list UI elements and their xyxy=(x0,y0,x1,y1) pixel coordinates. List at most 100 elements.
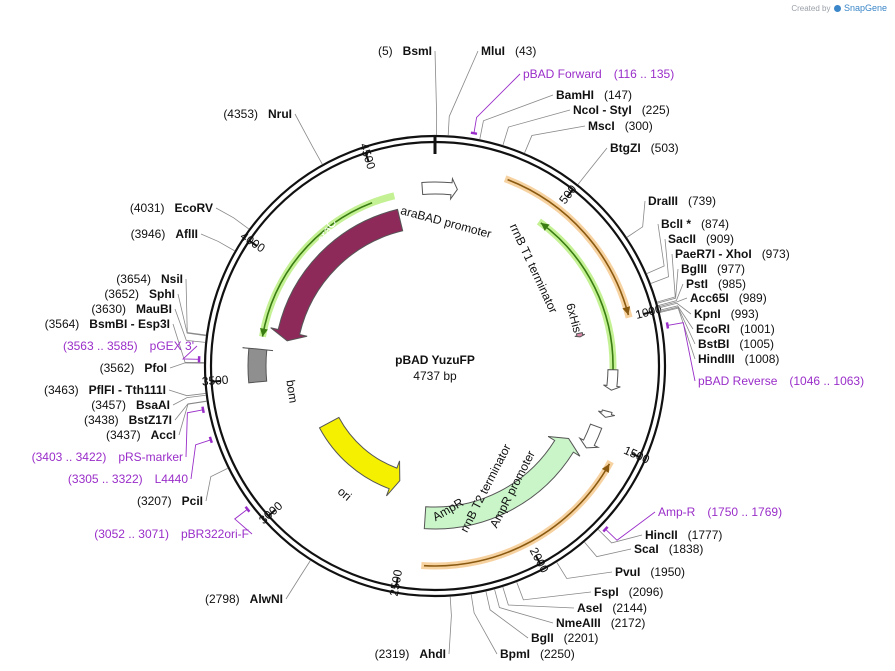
site-name: PvuI xyxy=(615,565,640,579)
site-position: (5) xyxy=(378,44,393,58)
site-label[interactable]: SacII(909) xyxy=(668,232,734,246)
site-leader-line xyxy=(479,94,554,140)
site-label[interactable]: (3207)PciI xyxy=(137,494,203,508)
site-label[interactable]: ScaI(1838) xyxy=(634,542,703,556)
site-position: (4353) xyxy=(223,107,258,121)
site-position: (3946) xyxy=(131,227,166,241)
site-label[interactable]: MscI(300) xyxy=(588,119,653,133)
site-label[interactable]: (2798)AlwNI xyxy=(205,592,283,606)
site-name: BsmBI - Esp3I xyxy=(89,317,170,331)
site-leader-line xyxy=(658,297,688,308)
site-position: (43) xyxy=(515,44,536,58)
site-leader-line xyxy=(658,302,692,315)
primer-label[interactable]: (3563 .. 3585)pGEX 3' xyxy=(63,339,194,353)
site-label[interactable]: PstI(985) xyxy=(686,277,746,291)
site-position: (909) xyxy=(706,232,734,246)
site-leader-line xyxy=(169,362,205,369)
site-leader-line xyxy=(178,400,207,436)
bp-tick-label: 3000 xyxy=(256,499,285,527)
site-label[interactable]: (3630)MauBI xyxy=(91,302,172,316)
site-position: (503) xyxy=(651,141,679,155)
site-label[interactable]: (3438)BstZ17I xyxy=(84,413,172,427)
primer-position: (3052 .. 3071) xyxy=(94,527,169,541)
site-label[interactable]: BpmI(2250) xyxy=(500,647,575,661)
site-label[interactable]: NmeAIII(2172) xyxy=(556,616,645,630)
site-position: (1777) xyxy=(688,528,723,542)
primer-name: L4440 xyxy=(155,472,189,486)
site-label[interactable]: (3437)AccI xyxy=(106,428,176,442)
site-name: NmeAIII xyxy=(556,616,601,630)
site-label[interactable]: BclI *(874) xyxy=(661,217,729,231)
site-position: (3562) xyxy=(100,361,135,375)
site-label[interactable]: DraIII(739) xyxy=(648,194,716,208)
primer-position: (3403 .. 3422) xyxy=(32,450,107,464)
site-label[interactable]: BtgZI(503) xyxy=(610,141,679,155)
site-label[interactable]: EcoRI (1001) xyxy=(696,322,775,336)
site-label[interactable]: (3562)PfoI xyxy=(100,361,167,375)
site-name: EcoRI xyxy=(696,322,730,336)
primer-label[interactable]: (3052 .. 3071) pBR322ori-F xyxy=(94,527,249,541)
site-label[interactable]: NcoI - StyI(225) xyxy=(573,103,670,117)
primer-position: (3305 .. 3322) xyxy=(68,472,143,486)
primer-label[interactable]: (3403 .. 3422)pRS-marker xyxy=(32,450,183,464)
arac-band-line xyxy=(261,201,373,337)
site-position: (1008) xyxy=(745,352,780,366)
site-label[interactable]: PaeR7I - XhoI (973) xyxy=(675,247,790,261)
site-position: (2096) xyxy=(629,585,664,599)
site-leader-line xyxy=(174,308,206,343)
site-leader-line xyxy=(657,268,679,304)
site-label[interactable]: PvuI(1950) xyxy=(615,565,685,579)
primer-position: (3563 .. 3585) xyxy=(63,339,138,353)
site-name: PstI xyxy=(686,277,708,291)
plasmid-name: pBAD YuzuFP xyxy=(395,353,475,367)
bp-tick xyxy=(364,152,370,162)
site-leader-line xyxy=(172,323,205,363)
site-position: (2319) xyxy=(375,647,410,661)
feature-rrnb-t2-terminator xyxy=(598,409,615,418)
site-label[interactable]: BstBI(1005) xyxy=(698,337,774,351)
right-band-line xyxy=(540,222,614,370)
site-label[interactable]: AseI(2144) xyxy=(577,601,647,615)
primer-label[interactable]: pBAD Reverse(1046 .. 1063) xyxy=(698,374,864,388)
site-label[interactable]: Acc65I(989) xyxy=(690,291,767,305)
site-label[interactable]: (3654)NsiI xyxy=(116,272,183,286)
site-position: (874) xyxy=(701,217,729,231)
feature-ampr-promoter xyxy=(578,423,603,449)
site-position: (1001) xyxy=(740,322,775,336)
site-position: (973) xyxy=(762,247,790,261)
site-label[interactable]: BglII(977) xyxy=(681,262,745,276)
site-label[interactable]: HindIII(1008) xyxy=(698,352,779,366)
site-label[interactable]: HincII(1777) xyxy=(645,528,722,542)
site-label[interactable]: (3652)SphI xyxy=(104,287,175,301)
primer-label[interactable]: pBAD Forward(116 .. 135) xyxy=(523,67,674,81)
primer-name: pBR322ori-F xyxy=(181,527,249,541)
site-label[interactable]: (4031)EcoRV xyxy=(130,201,213,215)
site-label[interactable]: BglI(2201) xyxy=(531,631,598,645)
primer-mark xyxy=(665,322,670,329)
primer-leader-line xyxy=(185,409,204,458)
site-label[interactable]: (3946)AflII xyxy=(131,227,198,241)
site-label[interactable]: (5)BsmI xyxy=(378,44,432,58)
primer-label[interactable]: (3305 .. 3322) L4440 xyxy=(68,472,188,486)
site-name: FspI xyxy=(594,585,619,599)
bp-tick xyxy=(535,555,542,565)
site-leader-line xyxy=(659,307,696,360)
site-label[interactable]: (3457)BsaAI xyxy=(91,398,170,412)
site-label[interactable]: (3463)PflFI - Tth111I xyxy=(44,383,166,397)
site-label[interactable]: FspI (2096) xyxy=(594,585,663,599)
site-label[interactable]: KpnI(993) xyxy=(694,307,759,321)
site-leader-line xyxy=(516,581,592,601)
site-label[interactable]: MluI(43) xyxy=(481,44,536,58)
site-position: (989) xyxy=(739,291,767,305)
bp-tick xyxy=(566,188,574,198)
site-label[interactable]: (3564)BsmBI - Esp3I xyxy=(45,317,170,331)
primer-label[interactable]: Amp-R(1750 .. 1769) xyxy=(658,505,782,519)
site-name: NcoI - StyI xyxy=(573,103,632,117)
site-name: PaeR7I - XhoI xyxy=(675,247,752,261)
bp-tick-label: 1000 xyxy=(634,302,664,322)
site-label[interactable]: (2319)AhdI xyxy=(375,647,446,661)
site-label[interactable]: BamHI(147) xyxy=(556,88,632,102)
site-leader-line xyxy=(626,200,646,238)
site-label[interactable]: (4353)NruI xyxy=(223,107,292,121)
snapgene-logo-icon xyxy=(833,5,841,13)
